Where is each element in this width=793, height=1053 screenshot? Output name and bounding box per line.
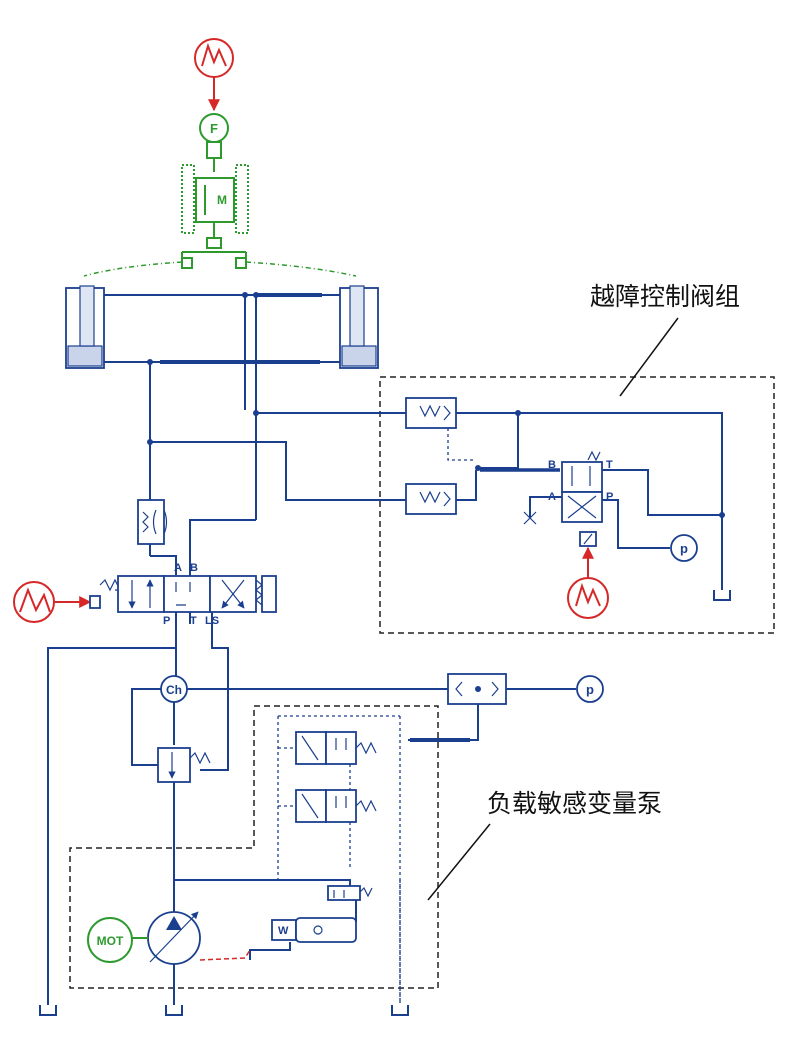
mass-block: M — [83, 164, 357, 277]
cylinder-lines — [104, 292, 340, 520]
gauge-label: p — [586, 682, 594, 697]
group-port-p: P — [606, 491, 613, 503]
group-gauge-label: p — [680, 541, 688, 556]
annotation-obstacle-group: 越障控制阀组 — [590, 282, 740, 397]
valve-port-t: T — [190, 615, 197, 627]
throttle-check-valve — [137, 499, 177, 575]
force-sensor: F — [199, 113, 229, 172]
valve-port-a: A — [174, 562, 182, 574]
left-cylinder — [65, 285, 105, 369]
tank-right — [391, 880, 409, 1016]
main-directional-valve: A B P T LS — [13, 519, 277, 627]
motor-label: MOT — [97, 934, 124, 948]
top-signal-source — [194, 38, 234, 112]
mass-label: M — [217, 193, 227, 207]
valve-port-p: P — [163, 615, 170, 627]
pressure-compensator — [157, 747, 211, 870]
annotation-pump: 负载敏感变量泵 — [427, 789, 662, 901]
charge-node-label: Ch — [166, 683, 182, 697]
group-port-b: B — [548, 459, 556, 471]
valve-port-b: B — [190, 562, 198, 574]
variable-pump — [147, 870, 251, 1016]
right-cylinder — [339, 285, 379, 369]
obstacle-valve-group: B A T P p — [150, 376, 775, 634]
electric-motor: MOT — [87, 917, 148, 963]
svg-text:W: W — [278, 925, 289, 937]
shuttle-valve: p — [408, 673, 604, 742]
load-sensing-pump-label: 负载敏感变量泵 — [487, 789, 662, 818]
supply-lines: Ch — [39, 612, 448, 1016]
force-sensor-label: F — [210, 121, 218, 136]
group-port-t: T — [606, 459, 613, 471]
obstacle-valve-group-label: 越障控制阀组 — [590, 282, 740, 311]
